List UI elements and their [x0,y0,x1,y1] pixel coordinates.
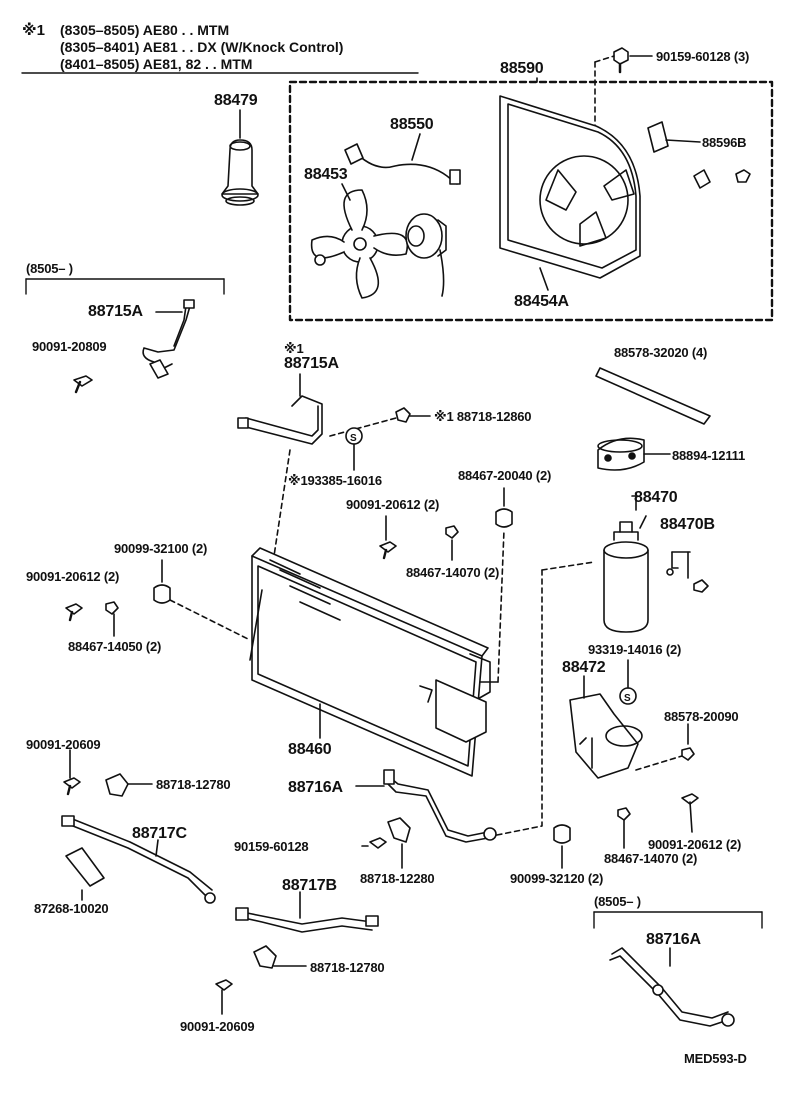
label-88716A-right: 88716A [646,931,701,948]
part-87268-10020 [65,847,105,887]
label-88453: 88453 [304,166,348,183]
label-88715A-top: 88715A [88,303,143,320]
part-88550-motor [344,133,461,297]
label-88718-12780-b: 88718-12780 [310,960,385,975]
label-90091-20612-c: 90091-20612 (2) [648,837,742,852]
label-90091-20809: 90091-20809 [32,339,107,354]
label-93319-14016: 93319-14016 (2) [588,642,682,657]
part-90099-32100 [153,584,171,604]
label-88467-14070-a: 88467-14070 (2) [406,565,500,580]
label-88467-14050: 88467-14050 (2) [68,639,162,654]
label-88479: 88479 [214,92,258,109]
svg-text:S: S [624,693,631,704]
label-88717B: 88717B [282,877,337,894]
part-88718-12780-b [253,945,277,969]
part-88578-32020 [595,367,711,425]
nut-small [314,254,326,266]
clip-small [693,169,711,189]
header-line-1: (8305–8505) AE80 . . MTM [60,22,230,38]
fan-assembly-box [288,80,774,322]
label-88590: 88590 [500,60,544,77]
bolt-90091-20612-c [681,793,699,805]
label-88578-32020: 88578-32020 (4) [614,345,708,360]
label-range-right: (8505– ) [594,894,641,909]
part-88716A-right [609,947,735,1027]
part-88467-14050 [105,601,119,615]
label-90091-20612-b: 90091-20612 (2) [26,569,120,584]
footer-code: MED593-D [684,1051,747,1066]
screw-small [735,169,751,183]
part-88578-20090 [681,747,695,761]
leader-dashed-88716A [491,569,543,837]
part-88715A-pipe [142,299,195,379]
part-88460-condenser [249,547,491,777]
label-90091-20612-a: 90091-20612 (2) [346,497,440,512]
label-88578-20090: 88578-20090 [664,709,739,724]
label-90159-60128: 90159-60128 [234,839,309,854]
part-88718-12780-a [105,773,129,797]
part-88470-receiver [603,521,649,633]
bolt-90159-60128-top [613,47,629,74]
label-88718-12280: 88718-12280 [360,871,435,886]
label-90091-20609-b: 90091-20609 [180,1019,255,1034]
part-88467-14070 [445,525,459,539]
header-line-3: (8401–8505) AE81, 82 . . MTM [60,56,253,72]
label-90099-32120: 90099-32120 (2) [510,871,604,886]
header-note-mark: ※1 [22,22,45,39]
label-88596B: 88596B [702,135,747,150]
part-88715A-mid [237,395,323,445]
part-88716A-pipe [383,769,497,843]
part-88454A-shroud [499,95,641,291]
label-88472: 88472 [562,659,606,676]
part-90099-32120 [553,824,571,844]
label-range-left: (8505– ) [26,261,73,276]
label-88460: 88460 [288,741,332,758]
label-193385-16016: ※193385-16016 [288,473,382,488]
part-88718-12280 [387,817,411,843]
part-88894-12111 [597,437,645,471]
part-88467-20040 [495,508,513,528]
label-87268-10020: 87268-10020 [34,901,109,916]
bracket-88470B [671,551,689,579]
label-88716A: 88716A [288,779,343,796]
label-88718-12780-a: 88718-12780 [156,777,231,792]
part-88596B [647,121,669,153]
part-88479-cover [221,109,259,206]
label-88718-12860: ※1 88718-12860 [434,409,532,424]
label-88470: 88470 [634,489,678,506]
label-88467-14070-b: 88467-14070 (2) [604,851,698,866]
bolt-90091-20609-a [63,777,81,789]
label-90091-20609-a: 90091-20609 [26,737,101,752]
label-90099-32100: 90099-32100 (2) [114,541,208,556]
label-88715A-mid: 88715A [284,355,339,372]
bolt-90091-20612-b [65,603,83,615]
label-88894-12111: 88894-12111 [672,448,745,463]
part-88718-12860 [395,407,411,423]
part-88472-bracket [569,693,643,779]
bolt-90091-20612 [379,541,397,553]
bolt-90091-20809 [73,375,93,387]
part-88467-14070-b [617,807,631,821]
bolt-90159-60128-b [369,837,387,849]
label-90159-60128-3: 90159-60128 (3) [656,49,750,64]
label-88454A: 88454A [514,293,569,310]
label-88717C: 88717C [132,825,187,842]
label-88467-20040: 88467-20040 (2) [458,468,552,483]
label-88550: 88550 [390,116,434,133]
bolt-90091-20609-b [215,979,233,991]
label-88470B: 88470B [660,516,715,533]
part-88717B-pipe [235,907,379,933]
svg-text:S: S [350,433,357,444]
part-88453-fan [310,183,409,299]
part-88717C-hose [61,815,216,904]
label-88715A-mark: ※1 [284,341,304,356]
header-line-2: (8305–8401) AE81 . . DX (W/Knock Control… [60,39,344,55]
